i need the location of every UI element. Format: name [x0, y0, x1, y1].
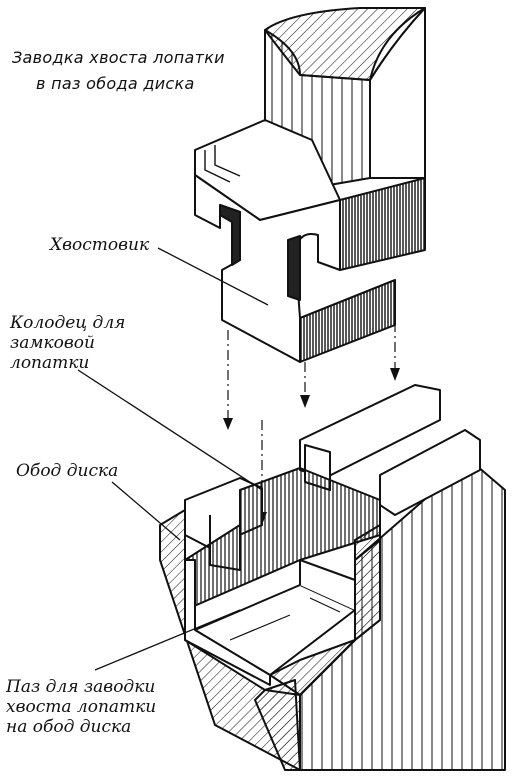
label-well-line-1: Колодец для	[10, 313, 126, 333]
label-slot-line-1: Паз для заводки	[6, 677, 156, 697]
arrowhead-right	[390, 368, 400, 381]
label-rim: Обод диска	[16, 461, 119, 481]
shank-slot	[287, 235, 301, 301]
rim-bottom-section	[254, 689, 301, 771]
blade-platform-right	[339, 177, 426, 271]
label-slot-line-2: хвоста лопатки	[6, 697, 157, 717]
shank-left-notch	[219, 204, 241, 266]
label-well-line-3: лопатки	[10, 353, 90, 373]
label-slot-line-3: на обод диска	[6, 717, 132, 737]
title-line-1: Заводка хвоста лопатки	[12, 48, 225, 67]
arrowhead-left	[223, 418, 233, 430]
leader-lines	[77, 247, 269, 671]
disk-rim	[159, 384, 506, 771]
title-line-2: в паз обода диска	[36, 74, 195, 93]
leader-well	[77, 369, 263, 491]
leader-slot	[94, 609, 241, 671]
arrowhead-center	[300, 395, 310, 408]
leader-shank	[157, 247, 269, 306]
label-shank: Хвостовик	[50, 235, 150, 255]
leader-rim	[111, 481, 181, 541]
shank-bottom	[299, 279, 396, 363]
label-well-line-2: замковой	[10, 333, 95, 353]
blade	[194, 7, 426, 363]
